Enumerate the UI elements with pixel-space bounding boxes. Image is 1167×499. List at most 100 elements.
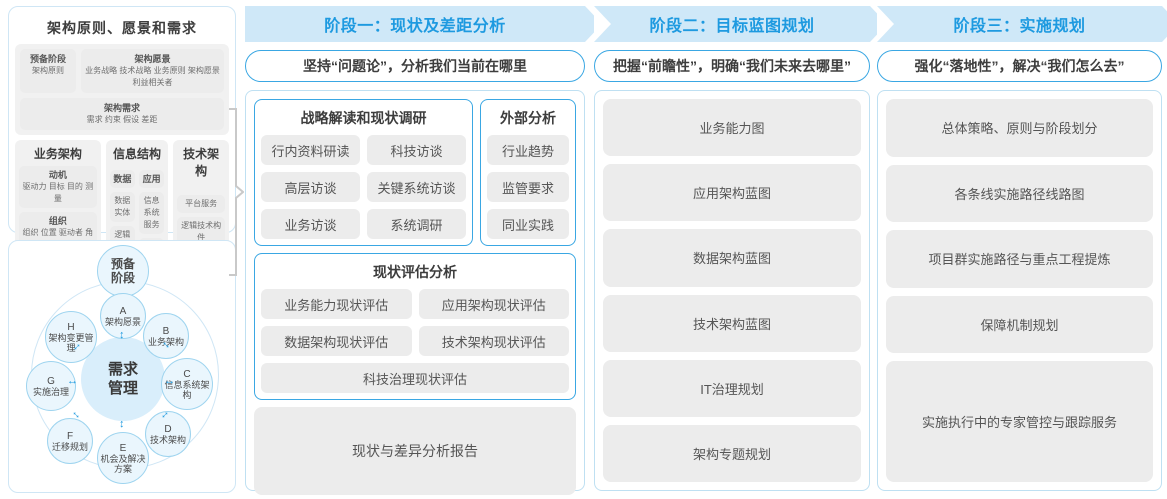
arrow-c-center-icon: ↔ — [164, 375, 175, 387]
chip-business-interview[interactable]: 业务访谈 — [261, 209, 360, 239]
cell-logical-tech-label: 逻辑技术构件 — [181, 221, 222, 242]
chip-data-architecture-assessment[interactable]: 数据架构现状评估 — [261, 326, 412, 356]
card-program-implementation-path[interactable]: 项目群实施路径与重点工程提炼 — [886, 230, 1153, 288]
principles-vision-row: 预备阶段 架构原则 架构愿景 业务战略 技术战略 业务原则 架构愿景 利益相关者 — [15, 49, 229, 98]
chip-business-capability-assessment[interactable]: 业务能力现状评估 — [261, 289, 412, 319]
strategy-research-title: 战略解读和现状调研 — [300, 110, 427, 126]
adm-node-f-letter: F — [66, 430, 74, 442]
adm-node-h-letter: H — [67, 321, 75, 333]
phase-1-body: 战略解读和现状调研 行内资料研读 科技访谈 高层访谈 关键系统访谈 业务访谈 系 — [245, 90, 585, 495]
external-analysis-items: 行业趋势 监管要求 同业实践 — [487, 135, 569, 239]
chip-peer-practices[interactable]: 同业实践 — [487, 209, 569, 239]
arrow-a-center-icon: ↕ — [119, 329, 125, 341]
chip-internal-materials[interactable]: 行内资料研读 — [261, 135, 360, 165]
adm-node-a-letter: A — [119, 305, 127, 317]
adm-node-d-technology: D 技术架构 — [145, 411, 191, 457]
chip-technology-architecture-assessment[interactable]: 技术架构现状评估 — [418, 326, 569, 356]
adm-node-c-information-systems: C 信息系统架构 — [161, 358, 213, 410]
assessment-grid: 业务能力现状评估 应用架构现状评估 数据架构现状评估 技术架构现状评估 科技治理… — [261, 289, 569, 393]
cell-requirements-sub: 需求 约束 假设 差距 — [86, 115, 158, 124]
assessment-row-3: 科技治理现状评估 — [261, 363, 569, 393]
cell-motivation-title: 动机 — [48, 170, 67, 180]
phase-3-header: 阶段三：实施规划 — [877, 6, 1167, 42]
chip-regulatory-requirements[interactable]: 监管要求 — [487, 172, 569, 202]
strategy-row-1: 行内资料研读 科技访谈 — [261, 135, 466, 165]
card-architecture-topic-planning[interactable]: 架构专题规划 — [603, 424, 861, 483]
adm-node-c-name: 信息系统架构 — [164, 379, 210, 400]
external-analysis-title: 外部分析 — [500, 110, 556, 126]
cell-preliminary-phase: 预备阶段 架构原则 — [20, 49, 76, 93]
phase-1-header: 阶段一：现状及差距分析 — [245, 6, 602, 42]
cell-platform-service: 平台服务 — [177, 195, 225, 213]
card-overall-strategy-principles[interactable]: 总体策略、原则与阶段划分 — [886, 99, 1153, 157]
cell-architecture-requirements: 架构需求 需求 约束 假设 差距 — [20, 98, 224, 130]
cell-vision-sub: 业务战略 技术战略 业务原则 架构愿景 利益相关者 — [85, 66, 220, 87]
card-application-architecture-blueprint[interactable]: 应用架构蓝图 — [603, 164, 861, 222]
card-data-architecture-blueprint[interactable]: 数据架构蓝图 — [603, 229, 861, 287]
external-analysis-group: 外部分析 行业趋势 监管要求 同业实践 — [480, 99, 576, 246]
gap-analysis-report-card[interactable]: 现状与差异分析报告 — [254, 407, 576, 495]
phase-2-subtitle: 把握“前瞻性”，明确“我们未来去哪里” — [594, 50, 870, 82]
card-it-governance-planning[interactable]: IT治理规划 — [603, 359, 861, 417]
chip-industry-trends[interactable]: 行业趋势 — [487, 135, 569, 165]
architecture-principles-group: 预备阶段 架构原则 架构愿景 业务战略 技术战略 业务原则 架构愿景 利益相关者… — [15, 44, 229, 135]
togaf-content-framework-panel: 架构原则、愿景和需求 预备阶段 架构原则 架构愿景 业务战略 技术战略 业务原则… — [8, 6, 236, 387]
cell-information-system-service: 信息系统服务 — [139, 192, 165, 234]
cell-organization-title: 组织 — [48, 216, 67, 226]
adm-node-b-letter: B — [162, 325, 170, 337]
chip-it-governance-assessment[interactable]: 科技治理现状评估 — [261, 363, 569, 393]
cell-requirements-title: 架构需求 — [103, 103, 140, 113]
adm-node-g-letter: G — [47, 375, 55, 387]
adm-preliminary-line2: 阶段 — [110, 271, 135, 285]
cell-preliminary-title: 预备阶段 — [29, 54, 66, 64]
adm-center-line1: 需求 — [107, 361, 138, 378]
card-line-implementation-roadmap[interactable]: 各条线实施路径线路图 — [886, 164, 1153, 223]
chip-system-research[interactable]: 系统调研 — [367, 209, 466, 239]
adm-node-e-opportunities: E 机会及解决方案 — [97, 432, 149, 484]
assessment-row-2: 数据架构现状评估 技术架构现状评估 — [261, 326, 569, 356]
arrow-g-center-icon: ↔ — [67, 375, 78, 387]
cell-application: 应用 — [139, 170, 165, 188]
chip-application-architecture-assessment[interactable]: 应用架构现状评估 — [418, 289, 569, 319]
adm-node-e-name: 机会及解决方案 — [100, 453, 146, 474]
adm-node-h-name: 架构变更管理 — [48, 332, 94, 353]
phase-3-header-label: 阶段三：实施规划 — [953, 18, 1086, 35]
current-state-assessment-group: 现状评估分析 业务能力现状评估 应用架构现状评估 数据架构现状评估 技术架构现状… — [254, 253, 576, 400]
adm-node-d-letter: D — [164, 423, 172, 435]
togaf-adm-cycle-panel: 预备 阶段 ↓ 需求 管理 A 架构愿景 B 业务架构 C — [8, 240, 236, 493]
adm-node-preliminary: 预备 阶段 — [97, 245, 149, 297]
adm-node-b-name: 业务架构 — [147, 336, 184, 347]
phase-1-header-label: 阶段一：现状及差距分析 — [324, 18, 506, 35]
phase-1-column: 阶段一：现状及差距分析 坚持“问题论”，分析我们当前在哪里 战略解读和现状调研 … — [245, 6, 602, 495]
assessment-row-1: 业务能力现状评估 应用架构现状评估 — [261, 289, 569, 319]
card-business-capability-map[interactable]: 业务能力图 — [603, 99, 861, 157]
adm-node-c-letter: C — [183, 368, 191, 380]
chip-executive-interview[interactable]: 高层访谈 — [261, 172, 360, 202]
left-reference-column: 架构原则、愿景和需求 预备阶段 架构原则 架构愿景 业务战略 技术战略 业务原则… — [8, 6, 236, 493]
cell-data: 数据 — [109, 170, 135, 188]
information-structure-title: 信息结构 — [112, 147, 161, 161]
adm-node-b-business: B 业务架构 — [143, 313, 189, 359]
chip-key-system-interview[interactable]: 关键系统访谈 — [367, 172, 466, 202]
card-assurance-mechanism-planning[interactable]: 保障机制规划 — [886, 295, 1153, 354]
technology-architecture-title: 技术架构 — [183, 147, 220, 178]
strategy-row-2: 高层访谈 关键系统访谈 — [261, 172, 466, 202]
card-technology-architecture-blueprint[interactable]: 技术架构蓝图 — [603, 294, 861, 352]
cell-iss-label: 信息系统服务 — [143, 196, 160, 229]
card-expert-oversight-tracking[interactable]: 实施执行中的专家管控与跟踪服务 — [886, 361, 1153, 483]
assessment-title: 现状评估分析 — [373, 264, 457, 280]
phase-3-body: 总体策略、原则与阶段划分 各条线实施路径线路图 项目群实施路径与重点工程提炼 保… — [877, 90, 1162, 491]
cell-application-title: 应用 — [142, 174, 161, 184]
chip-tech-interview[interactable]: 科技访谈 — [367, 135, 466, 165]
phase-3-notch-icon — [877, 6, 894, 42]
phase-2-header-label: 阶段二：目标蓝图规划 — [649, 18, 815, 35]
adm-node-a-vision: A 架构愿景 — [100, 293, 146, 339]
phase-1-subtitle: 坚持“问题论”，分析我们当前在哪里 — [245, 50, 585, 82]
cell-motivation-sub: 驱动力 目标 目的 测量 — [22, 182, 94, 203]
phase-2-notch-icon — [594, 6, 611, 42]
togaf-panel-title: 架构原则、愿景和需求 — [47, 20, 197, 36]
business-architecture-title: 业务架构 — [33, 147, 82, 161]
strategy-research-group: 战略解读和现状调研 行内资料研读 科技访谈 高层访谈 关键系统访谈 业务访谈 系 — [254, 99, 473, 246]
cell-data-entity: 数据实体 — [109, 192, 135, 222]
